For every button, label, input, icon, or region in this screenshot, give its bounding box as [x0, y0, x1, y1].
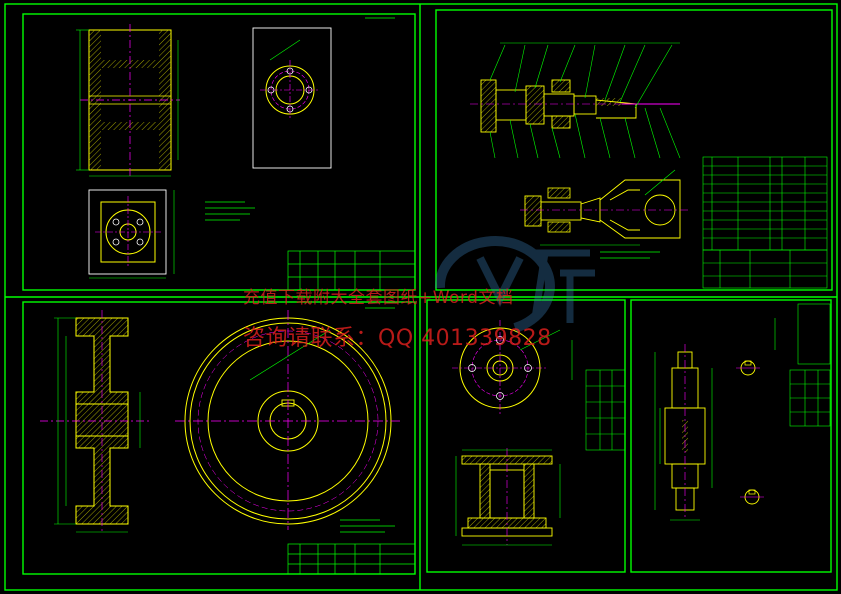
- wheel-notes: [340, 519, 395, 533]
- parts-list-table: [702, 156, 828, 289]
- bushing-section-view: [76, 24, 180, 177]
- gripper-detail-view: [520, 169, 690, 259]
- watermark-contact-text: 咨询请联系：QQ 401339828: [243, 326, 552, 351]
- sheet-bushing-drawing: [76, 17, 416, 291]
- sheet-flange-drawing: [452, 320, 626, 546]
- wheel-front-view: [175, 310, 400, 530]
- technical-notes: [205, 201, 255, 221]
- wheel-section-view: [40, 310, 150, 533]
- sheet-frame: [4, 3, 838, 591]
- shaft-section-views: [736, 360, 764, 505]
- bushing-plan-view: [88, 189, 175, 279]
- flange-title-block: [571, 340, 626, 451]
- title-block: [287, 250, 416, 291]
- shaft-side-view: [654, 344, 713, 521]
- wheel-title-block: [287, 543, 416, 575]
- assembly-section-view: [470, 42, 681, 159]
- sheet-shaft-drawing: [654, 303, 831, 521]
- watermark-download-text: 充值下载附大全套图纸+Word文档: [243, 288, 514, 308]
- flange-end-view: [252, 27, 332, 169]
- flange-section-view: [455, 448, 561, 546]
- sheet-wheel-drawing: [40, 307, 416, 575]
- flange-plan-view: [452, 320, 561, 416]
- shaft-title-block: [774, 303, 831, 427]
- sheet-assembly-drawing: [470, 42, 828, 289]
- watermark-logo: [434, 236, 595, 333]
